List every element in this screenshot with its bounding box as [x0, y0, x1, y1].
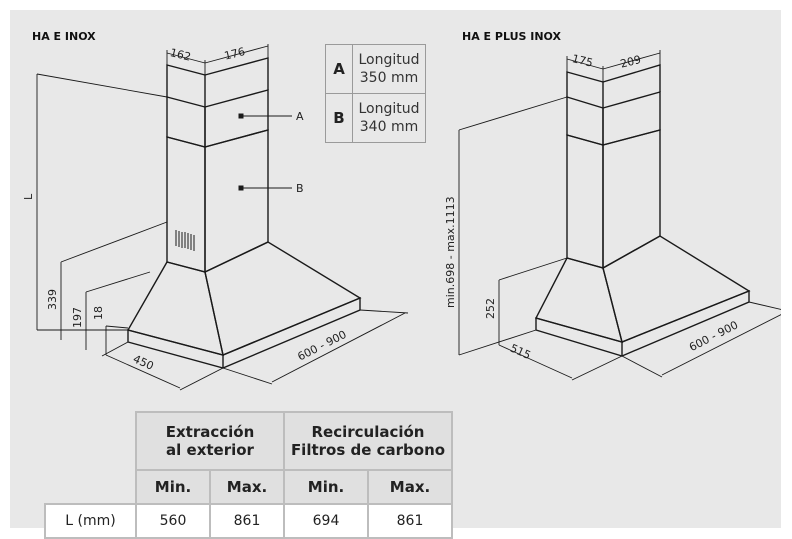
group-recirculation-line2: Filtros de carbono: [290, 441, 446, 459]
right-hood-outline: [534, 64, 751, 357]
technical-drawing: A B 162 176 L 339 19: [22, 44, 781, 391]
dim-176-label: 176: [223, 45, 247, 63]
left-hood-base: [127, 296, 361, 369]
dim-ext-600-right-start: [621, 355, 663, 378]
sub-header-min: Min.: [135, 469, 211, 505]
part-b-text: Longitud 340 mm: [352, 93, 426, 143]
dim-209-label: 209: [619, 53, 643, 71]
spec-group-header-row: Extracción al exterior Recirculación Fil…: [45, 411, 453, 471]
dim-ext-height-top: [458, 96, 568, 131]
dim-339-label: 339: [46, 289, 59, 310]
dim-175-label: 175: [571, 52, 595, 70]
dim-ext-450-start: [101, 341, 129, 357]
left-vent-grille: [175, 230, 195, 251]
dim-ext-600-end: [359, 309, 409, 314]
dim-ext-600-start: [222, 367, 273, 385]
dim-ext-252-top: [498, 257, 568, 281]
group-recirculation-line1: Recirculación: [311, 423, 425, 441]
right-chimney-top-side: [602, 64, 661, 92]
right-chimney-upper-front: [566, 96, 604, 146]
dim-line-175: [566, 58, 604, 70]
right-model-title: HA E PLUS INOX: [462, 30, 561, 43]
group-extraction-line1: Extracción: [165, 423, 255, 441]
dim-450-label: 450: [131, 352, 155, 372]
left-chimney-top-front: [166, 64, 206, 107]
dim-height-range-label: min.698 - max.1113: [444, 196, 457, 308]
part-b-line1: Longitud: [358, 101, 420, 117]
drawing-panel: HA E INOX HA E PLUS INOX: [10, 10, 781, 539]
parts-length-table: A Longitud 350 mm B Longitud 340 mm: [325, 44, 426, 143]
dim-line-450: [105, 354, 181, 389]
marker-b-dot: [238, 185, 244, 191]
value-cell: 694: [283, 503, 369, 539]
group-extraction-line2: al exterior: [166, 441, 254, 459]
dim-ext-18-top: [105, 325, 129, 329]
spec-value-row: L (mm) 560 861 694 861: [44, 503, 453, 539]
dim-ext-197-top: [85, 271, 151, 293]
part-a-line2: 350 mm: [359, 70, 419, 86]
spec-sub-header-row: Min. Max. Min. Max.: [45, 469, 453, 505]
part-a-text: Longitud 350 mm: [352, 44, 426, 94]
parts-row-a: A Longitud 350 mm: [325, 44, 426, 94]
left-model-title: HA E INOX: [32, 30, 96, 43]
dim-line-176: [204, 45, 269, 64]
left-canopy-front: [126, 261, 224, 356]
dim-line-515: [498, 344, 573, 379]
value-cell: 560: [135, 503, 211, 539]
parts-row-b: B Longitud 340 mm: [325, 93, 426, 143]
spec-group-recirculation: Recirculación Filtros de carbono: [283, 411, 453, 471]
sub-header-max: Max.: [209, 469, 285, 505]
part-a-line1: Longitud: [358, 52, 420, 68]
dim-line-209: [602, 52, 661, 70]
spec-corner-cell: [45, 470, 136, 504]
row-label: L (mm): [44, 503, 137, 539]
left-chimney-top-side: [204, 57, 269, 90]
marker-a-label: A: [296, 110, 304, 123]
part-a-letter: A: [325, 44, 353, 94]
dim-252-label: 252: [484, 298, 497, 319]
left-chimney-lower-front: [166, 136, 206, 273]
dim-600-900-left-label: 600 - 900: [295, 328, 348, 364]
sub-header-max: Max.: [367, 469, 453, 505]
dim-ext-515-end: [571, 355, 623, 381]
spec-group-extraction: Extracción al exterior: [135, 411, 285, 471]
dim-197-label: 197: [71, 307, 84, 328]
right-chimney-lower-side: [602, 129, 661, 270]
spec-corner-cell: [45, 412, 136, 470]
value-cell: 861: [209, 503, 285, 539]
length-spec-table: Extracción al exterior Recirculación Fil…: [44, 411, 453, 539]
dim-ext-top-left: [36, 73, 168, 98]
part-b-line2: 340 mm: [359, 119, 419, 135]
right-dimension-lines: [458, 50, 781, 381]
dim-162-label: 162: [169, 46, 193, 64]
left-part-markers: [238, 113, 292, 191]
sub-header-min: Min.: [283, 469, 369, 505]
dim-ext-339-top: [60, 221, 168, 263]
marker-a-dot: [238, 113, 244, 119]
right-chimney-lower-front: [566, 134, 604, 269]
right-chimney-top-front: [566, 71, 604, 108]
dim-18-label: 18: [92, 306, 105, 320]
part-b-letter: B: [325, 93, 353, 143]
dim-ext-600-right-end: [748, 301, 781, 310]
dim-line-162: [166, 52, 206, 64]
dim-ext-450-end: [179, 367, 224, 391]
marker-b-label: B: [296, 182, 304, 195]
dim-line-600-900-right: [661, 314, 781, 376]
right-hood-base: [535, 289, 750, 357]
left-dimension-lines: [36, 44, 409, 391]
left-chimney-lower-side: [204, 129, 269, 274]
value-cell: 861: [367, 503, 453, 539]
dim-line-600-900-left: [271, 312, 406, 383]
left-chimney-upper-front: [166, 96, 206, 148]
dim-L-label: L: [22, 193, 35, 200]
dim-ext-height-bottom: [458, 329, 537, 356]
